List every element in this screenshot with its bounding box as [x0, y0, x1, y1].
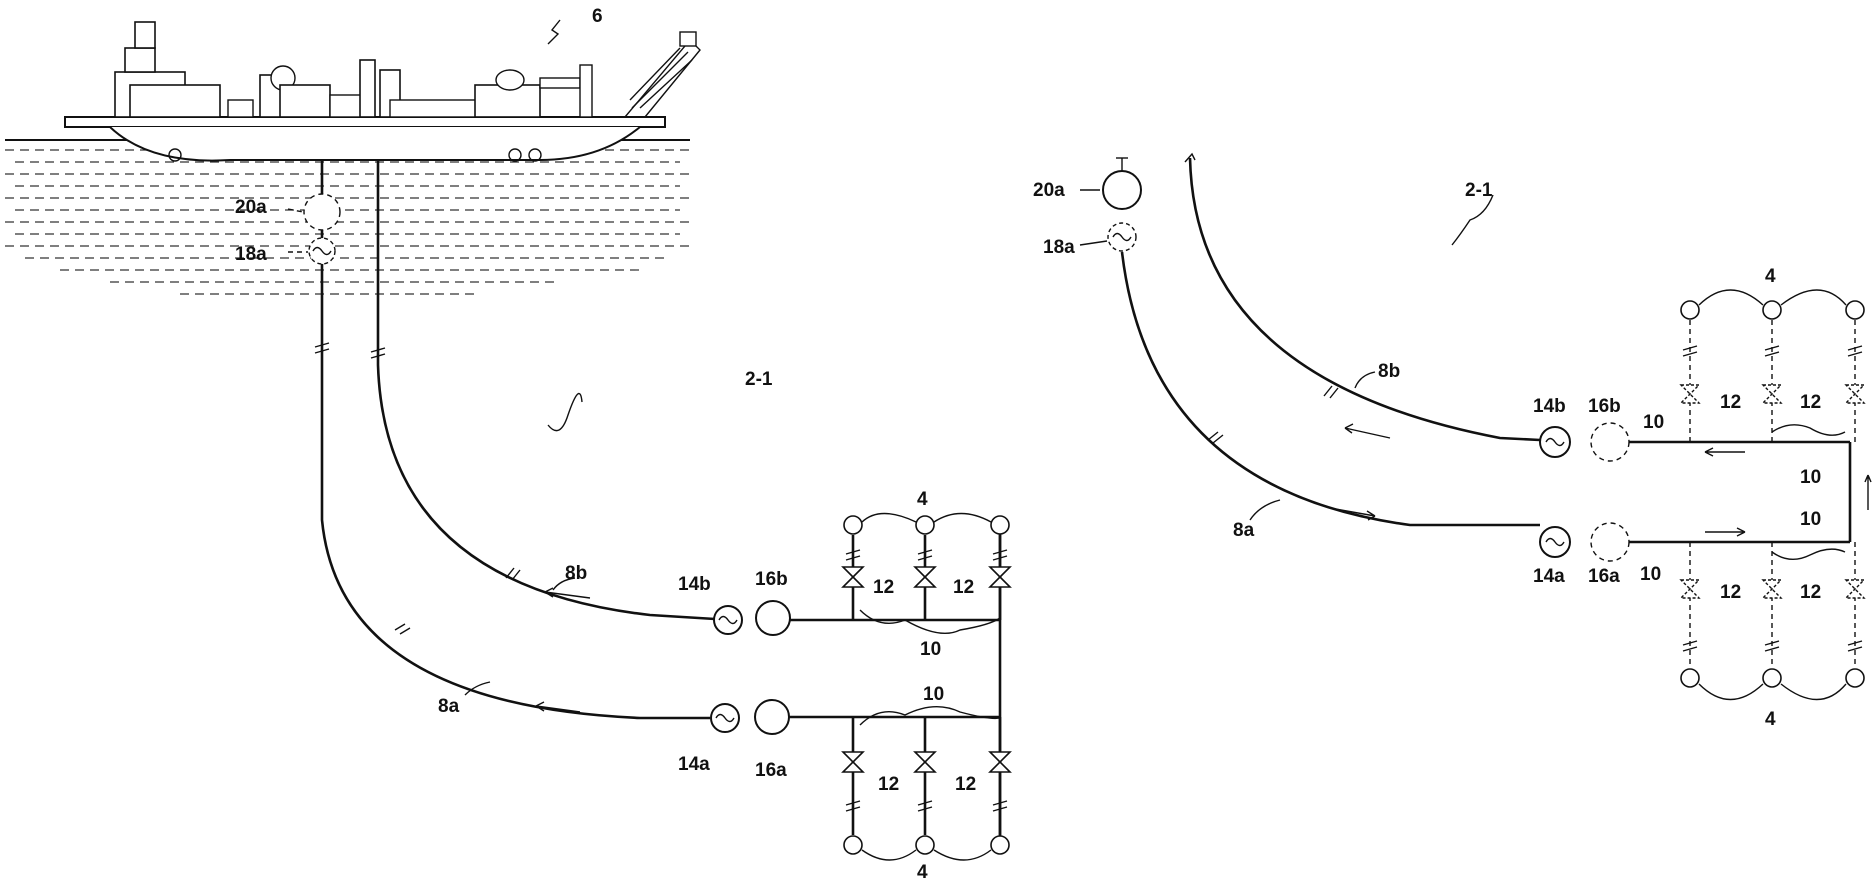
pump-20a [304, 194, 340, 230]
label-10-lower: 10 [923, 684, 944, 705]
label-14b: 14b [678, 574, 711, 595]
label-10-right-d: 10 [1640, 564, 1661, 585]
label-10-right-c: 10 [1800, 509, 1821, 530]
label-8a-right: 8a [1233, 520, 1255, 541]
label-12-lower-a: 12 [878, 774, 899, 795]
label-12-lower-b: 12 [955, 774, 976, 795]
label-12-upper-b: 12 [953, 577, 974, 598]
label-16b-right: 16b [1588, 396, 1621, 417]
label-10-right-a: 10 [1643, 412, 1664, 433]
label-20a-right: 20a [1033, 180, 1065, 201]
pipe-break-marks [315, 343, 520, 634]
upper-wells [843, 514, 1010, 634]
upper-wells-right [1681, 290, 1864, 442]
label-14a: 14a [678, 754, 710, 775]
label-16b: 16b [755, 569, 788, 590]
label-8a: 8a [438, 696, 460, 717]
label-12-right-2: 12 [1800, 392, 1821, 413]
label-10-right-b: 10 [1800, 467, 1821, 488]
label-4-lower: 4 [917, 862, 928, 882]
pump-16b-right [1591, 423, 1629, 461]
left-figure: 6 2-1 20a 18a 8b 8a 14b 16b 14a 16a 10 1… [5, 6, 1010, 882]
label-vessel-6: 6 [592, 6, 603, 27]
label-system-2-1-right: 2-1 [1465, 180, 1493, 201]
label-12-right-3: 12 [1720, 582, 1741, 603]
pump-16b [756, 601, 790, 635]
riser-8b [378, 160, 715, 619]
label-10-upper: 10 [920, 639, 941, 660]
lower-wells-right [1681, 542, 1864, 700]
pump-20a-right [1103, 171, 1141, 209]
label-4-right-upper: 4 [1765, 266, 1776, 287]
pump-16a [755, 700, 789, 734]
label-14a-right: 14a [1533, 566, 1565, 587]
label-16a-right: 16a [1588, 566, 1620, 587]
label-12-right-4: 12 [1800, 582, 1821, 603]
riser-8a-right [1122, 252, 1540, 525]
label-4-upper: 4 [917, 489, 928, 510]
label-8b-right: 8b [1378, 361, 1400, 382]
lower-wells [843, 707, 1010, 860]
label-20a: 20a [235, 197, 267, 218]
label-18a: 18a [235, 244, 267, 265]
label-system-2-1: 2-1 [745, 369, 773, 390]
right-figure: 2-1 20a 18a 8b 8a 14b 16b 14a 16a 10 10 … [1033, 154, 1871, 730]
flow-arrow-8b [545, 588, 590, 598]
label-4-right-lower: 4 [1765, 709, 1776, 730]
label-8b: 8b [565, 563, 587, 584]
production-vessel [65, 22, 700, 161]
label-14b-right: 14b [1533, 396, 1566, 417]
riser-8a [322, 160, 710, 718]
label-12-right-1: 12 [1720, 392, 1741, 413]
label-12-upper-a: 12 [873, 577, 894, 598]
pump-16a-right [1591, 523, 1629, 561]
label-16a: 16a [755, 760, 787, 781]
label-18a-right: 18a [1043, 237, 1075, 258]
sea-water [5, 140, 690, 294]
